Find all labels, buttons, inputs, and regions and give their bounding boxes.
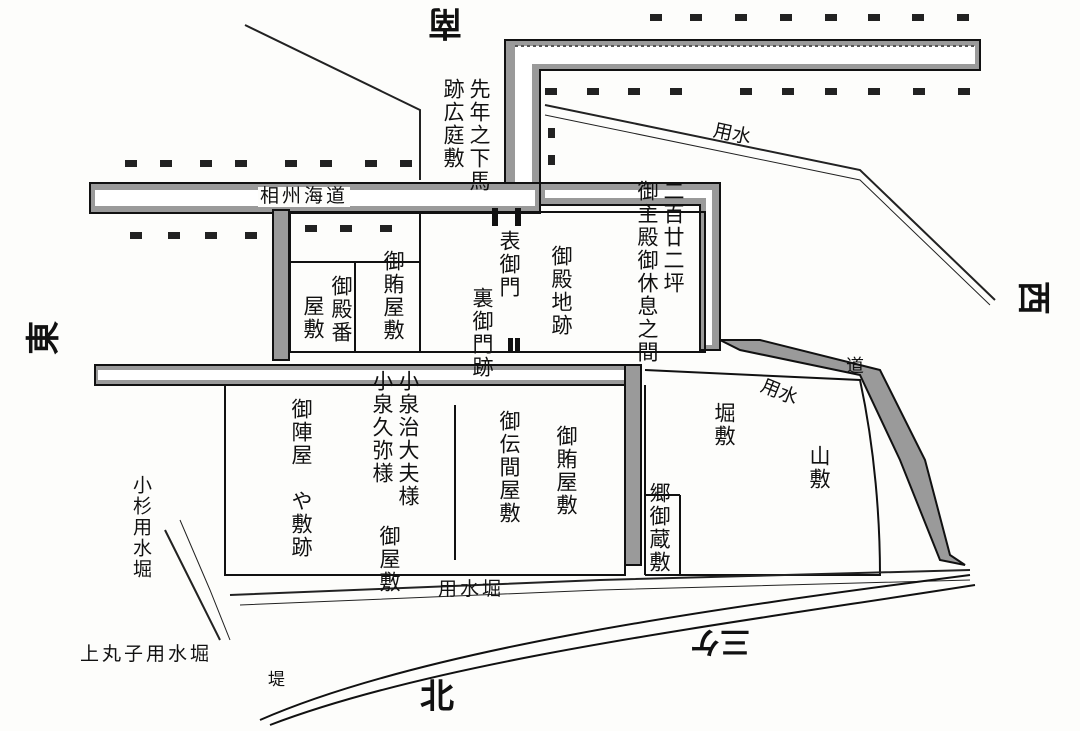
road-michi [719, 339, 966, 566]
label-gomakanai-yashiki-2: 御賄屋敷 [554, 425, 579, 517]
road-middle [94, 364, 636, 386]
direction-east: 東 [24, 320, 65, 355]
road-left-vertical [272, 209, 290, 361]
label-omote-gomon: 表御門 [497, 230, 522, 299]
label-yosui-bori: 用水堀 [438, 578, 505, 600]
houses-kaido-south [130, 225, 392, 239]
houses-vertical [548, 128, 555, 165]
road-east-connector [539, 182, 721, 351]
label-gomakanaiyashiki: 御賄屋敷 [381, 250, 406, 342]
label-yashikiato: や敷跡 [289, 490, 314, 559]
house-symbols [125, 14, 970, 239]
road-north-east [504, 39, 981, 191]
label-gojinya: 御陣屋 [289, 398, 314, 467]
label-yashiki: 屋敷 [301, 295, 326, 341]
label-goshuden: 御主殿御休息之間 [635, 180, 660, 364]
direction-north: 北 [420, 677, 454, 717]
label-michi: 道 [846, 356, 864, 377]
houses-second-row [545, 88, 970, 95]
houses-kaido-north [125, 160, 412, 167]
label-nihyaku: 二百廿二坪 [661, 180, 686, 295]
label-kosugi-yosui-bori: 小杉用水堀 [129, 475, 152, 580]
houses-top-row [650, 14, 969, 21]
label-river: 三ケ [690, 623, 750, 659]
label-senen-geba: 先年之下馬 [467, 78, 492, 193]
label-atohirobanishiki: 跡広庭敷 [441, 78, 466, 170]
label-sagami-kaido: 相州海道 [258, 185, 351, 207]
label-goten-ban: 御殿番 [329, 275, 354, 344]
label-goten-chiato: 御殿地跡 [549, 245, 574, 337]
direction-west: 西 [1012, 280, 1053, 315]
gate-marks [492, 208, 521, 352]
label-kamimaruko-yosui-bori: 上丸子用水堀 [80, 643, 213, 665]
label-yamashiki: 山敷 [807, 445, 832, 491]
label-koizumi-kyuya: 小泉久弥様 [370, 370, 395, 485]
label-go-yashiki: 御屋敷 [377, 525, 402, 594]
label-koizumi-jidayu: 小泉治大夫様 [396, 370, 421, 508]
label-horishiki: 堀敷 [712, 402, 737, 448]
label-godenma-yashiki: 御伝間屋敷 [497, 410, 522, 525]
waterways-lines [164, 24, 996, 641]
label-tsutsumi: 堤 [268, 670, 285, 690]
compound-outlines [224, 211, 882, 576]
river-banks [259, 574, 976, 726]
direction-south: 南 [428, 2, 462, 43]
label-gogura-yashiki: 郷御蔵敷 [647, 482, 672, 574]
label-ura-gomon: 裏御門跡 [470, 287, 495, 379]
road-center-vertical [624, 364, 642, 566]
